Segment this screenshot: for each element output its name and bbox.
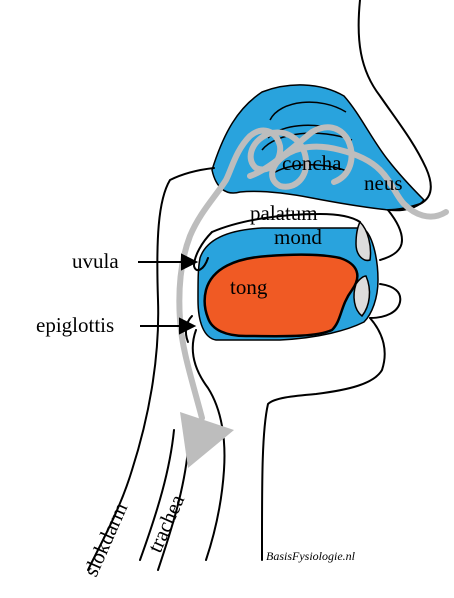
airflow-path: [176, 124, 449, 421]
label-epiglottis: epiglottis: [36, 313, 114, 337]
label-trachea: trachea: [143, 490, 190, 556]
upper-lip: [379, 209, 403, 261]
lower-tooth: [353, 275, 371, 318]
trachea-wall: [157, 449, 189, 571]
credit-text: BasisFysiologie.nl: [266, 549, 356, 563]
uvula-arrowhead: [181, 253, 199, 271]
uvula-shape: [193, 231, 213, 272]
palate-line: [211, 213, 361, 233]
tongue: [203, 253, 359, 338]
lower-lip: [369, 283, 402, 319]
label-neus: neus: [364, 171, 403, 195]
back-of-neck: [87, 167, 215, 571]
epiglottis-arrowhead: [179, 317, 197, 335]
label-tong: tong: [230, 275, 268, 299]
chin-jaw: [261, 317, 386, 561]
label-mond: mond: [274, 225, 322, 249]
airflow-arrowhead: [180, 412, 234, 468]
esophagus-trachea-wall: [139, 429, 175, 561]
face-profile-upper: [357, 0, 432, 211]
upper-tooth: [355, 220, 372, 262]
label-uvula: uvula: [72, 249, 119, 273]
label-slokdarm: slokdarm: [79, 499, 133, 580]
label-palatum: palatum: [250, 201, 318, 225]
label-concha: concha: [282, 151, 342, 175]
